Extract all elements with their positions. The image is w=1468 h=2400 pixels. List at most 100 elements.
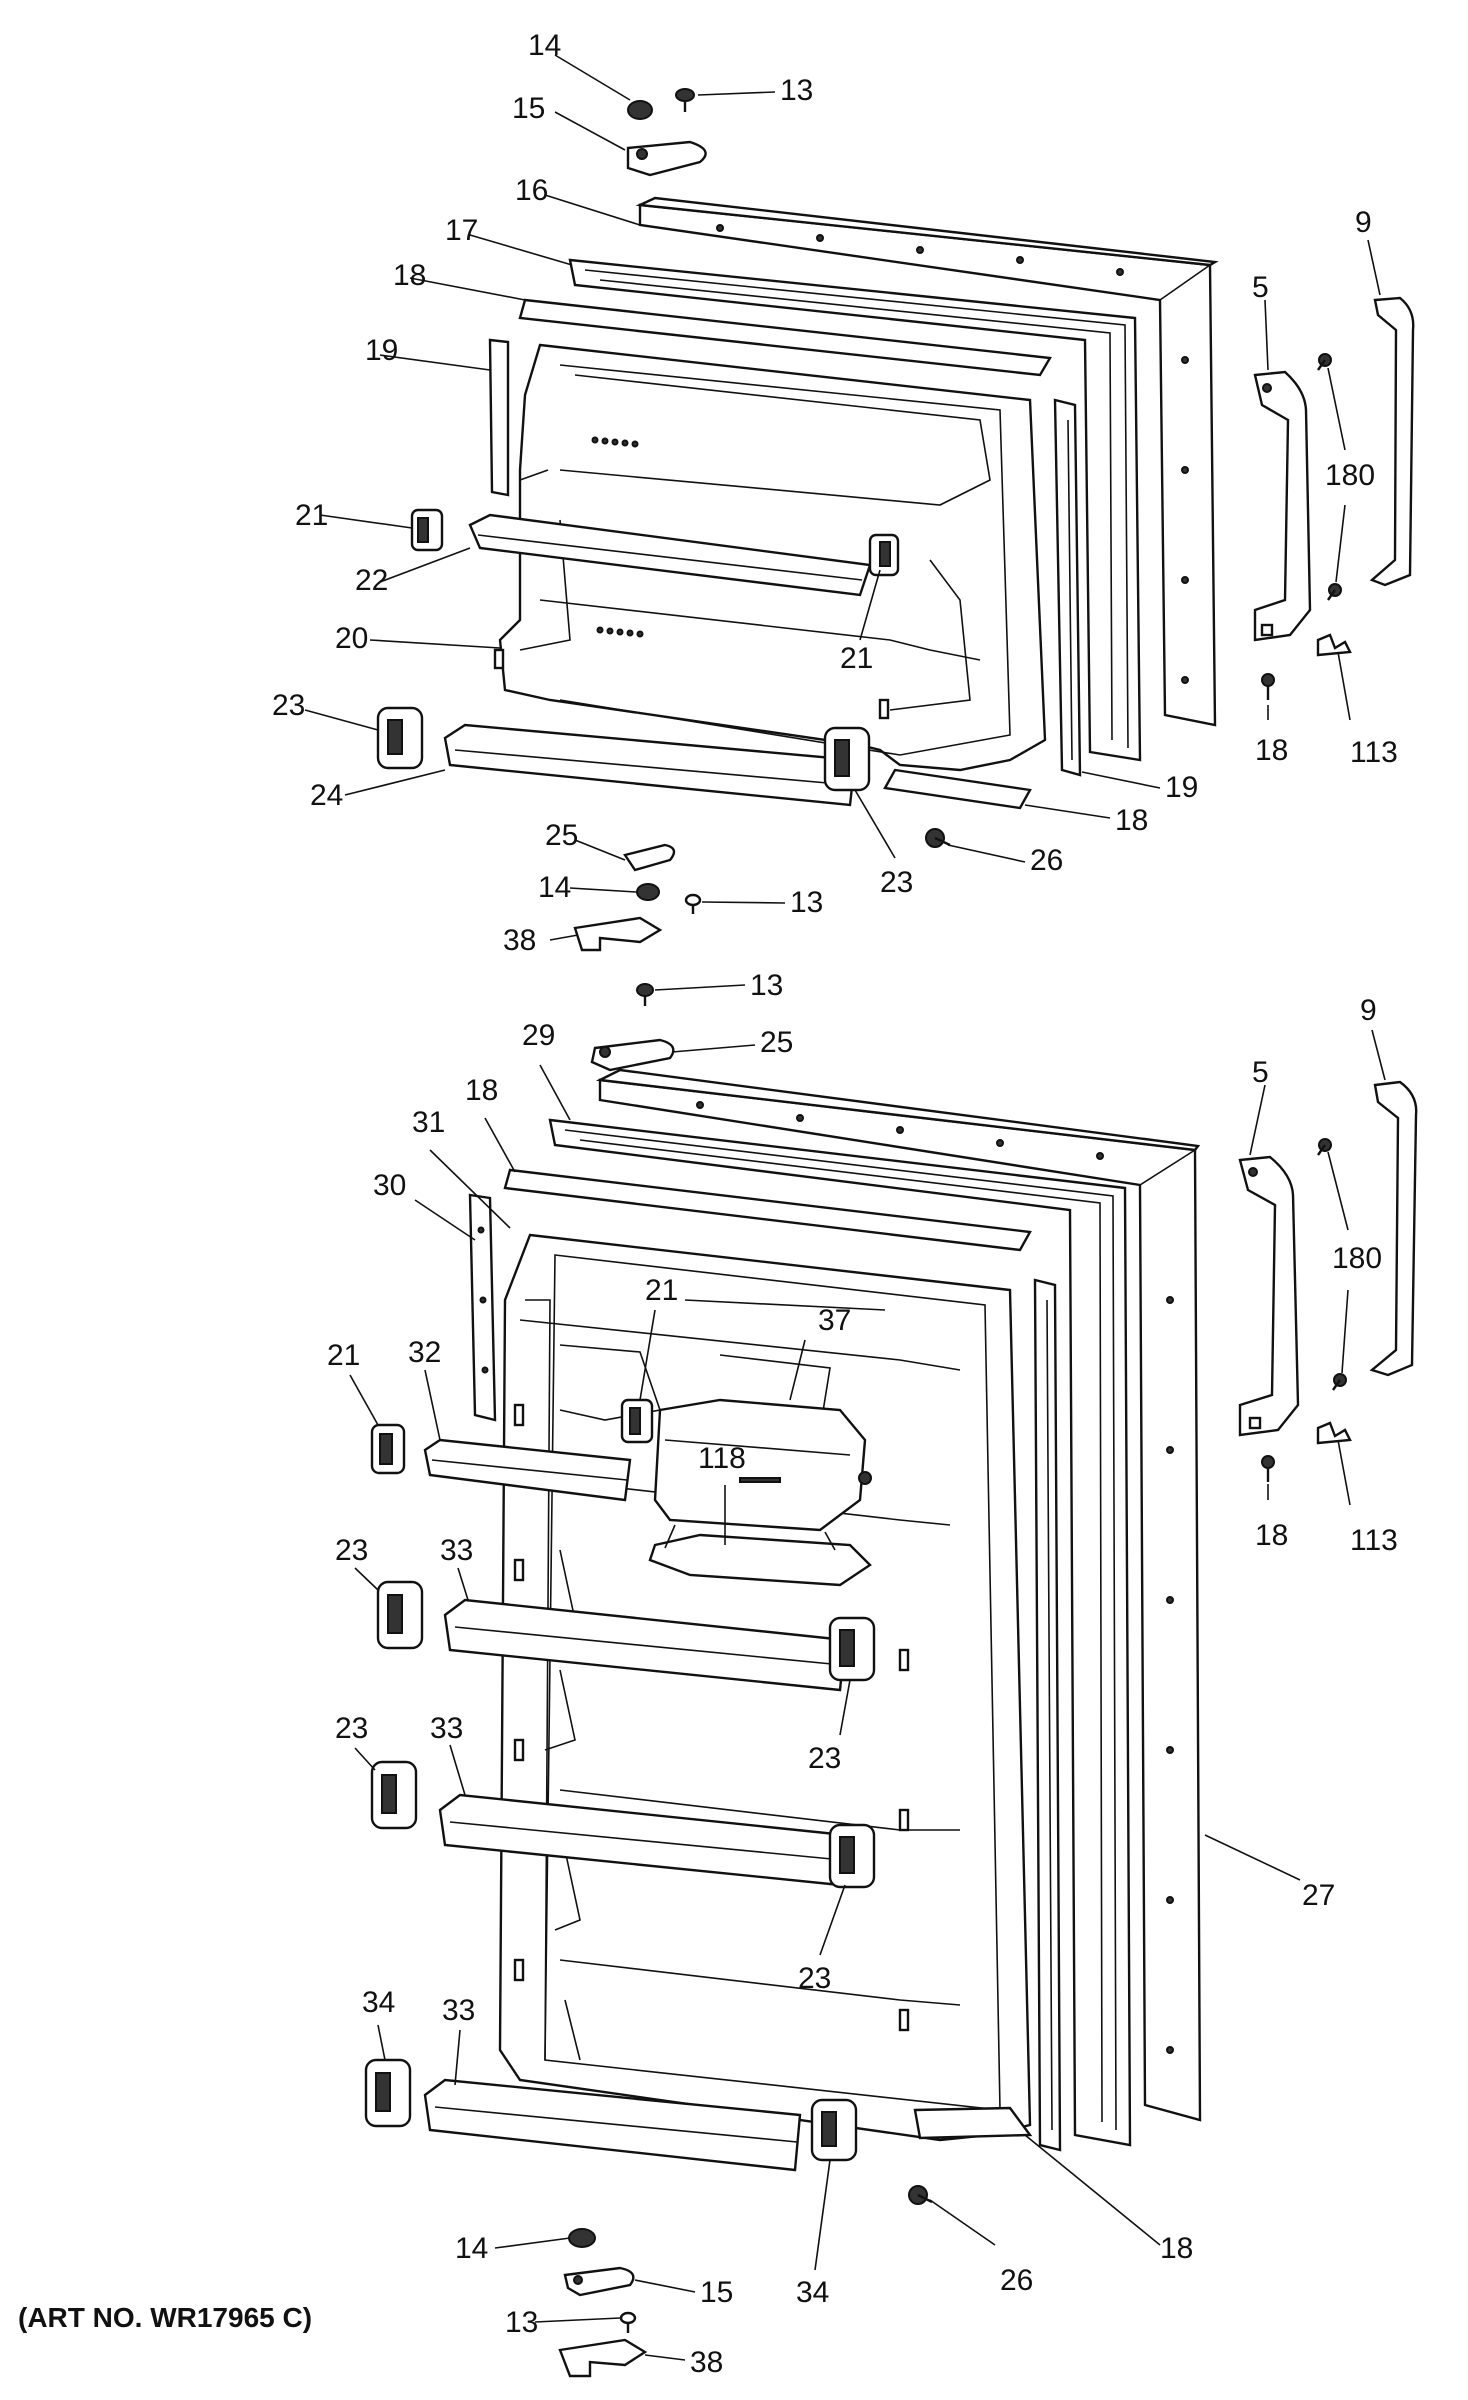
- label-18: 18: [1255, 734, 1288, 767]
- label-13: 13: [750, 969, 783, 1002]
- label-14: 14: [455, 2232, 488, 2265]
- label-32: 32: [408, 1336, 441, 1369]
- label-21: 21: [295, 499, 328, 532]
- label-23: 23: [335, 1534, 368, 1567]
- label-38: 38: [503, 924, 536, 957]
- label-18: 18: [1255, 1519, 1288, 1552]
- label-113: 113: [1350, 1524, 1398, 1557]
- lower-clip-113: [1316, 1421, 1352, 1445]
- label-21: 21: [327, 1339, 360, 1372]
- upper-breaker-strip-left: [488, 338, 510, 497]
- label-9: 9: [1360, 994, 1377, 1027]
- lower-screw-13: [619, 2311, 637, 2333]
- lower-shelf-bar-33-bottom: [423, 2078, 802, 2172]
- label-14: 14: [538, 871, 571, 904]
- label-29: 29: [522, 1019, 555, 1052]
- upper-screw-180-top: [1317, 353, 1332, 371]
- label-22: 22: [355, 564, 388, 597]
- lower-screw-180-bottom: [1332, 1373, 1347, 1391]
- label-33: 33: [442, 1994, 475, 2027]
- screw-13-middle: [636, 983, 654, 1006]
- upper-screw-13-bottom: [684, 893, 702, 914]
- upper-top-hinge-15: [626, 140, 707, 177]
- upper-bushing-14-bottom: [636, 883, 660, 901]
- upper-handle-9: [1369, 296, 1415, 587]
- label-15: 15: [700, 2276, 733, 2309]
- label-33: 33: [440, 1534, 473, 1567]
- upper-screw-26: [925, 828, 951, 848]
- upper-door-gasket: [568, 258, 1142, 762]
- lower-bottom-hinge-15: [563, 2266, 635, 2297]
- lower-breaker-strip-bottom: [913, 2106, 1033, 2140]
- label-113: 113: [1350, 736, 1398, 769]
- upper-screw-180-bottom: [1327, 583, 1342, 601]
- label-21: 21: [840, 642, 873, 675]
- upper-breaker-strip-right: [1053, 398, 1082, 777]
- lower-screw-180-top: [1317, 1138, 1332, 1156]
- label-26: 26: [1030, 844, 1063, 877]
- label-13: 13: [505, 2306, 538, 2339]
- label-23: 23: [798, 1962, 831, 1995]
- upper-clip-113: [1316, 633, 1352, 657]
- label-19: 19: [1165, 771, 1198, 804]
- lower-door-assembly: [349, 984, 1418, 2378]
- label-21: 21: [645, 1274, 678, 1307]
- lower-part-labels: 13 25 9 29 18 5 31 30 180 21 37 21 32 11…: [327, 969, 1398, 2379]
- lower-screw-26: [908, 2185, 933, 2205]
- label-34: 34: [796, 2276, 829, 2309]
- label-38: 38: [690, 2346, 723, 2379]
- upper-part-labels: 14 13 15 16 17 18 19 9 5 180 21 22 20 21…: [272, 29, 1398, 957]
- label-118: 118: [698, 1442, 746, 1475]
- lower-top-hinge-25: [590, 1038, 675, 1072]
- upper-screw-18: [1261, 673, 1275, 700]
- label-34: 34: [362, 1986, 395, 2019]
- label-5: 5: [1252, 1056, 1269, 1089]
- label-30: 30: [373, 1169, 406, 1202]
- upper-hinge-bracket-38: [573, 916, 663, 952]
- lower-hinge-bracket-38: [558, 2338, 648, 2378]
- label-31: 31: [412, 1106, 445, 1139]
- label-25: 25: [760, 1026, 793, 1059]
- art-number-caption: (ART NO. WR17965 C): [18, 2302, 312, 2333]
- upper-leader-lines: [304, 54, 1381, 941]
- upper-screw-13: [675, 88, 695, 112]
- label-23: 23: [808, 1742, 841, 1775]
- label-13: 13: [780, 74, 813, 107]
- label-27: 27: [1302, 1879, 1335, 1912]
- label-20: 20: [335, 622, 368, 655]
- lower-bushing-14: [568, 2228, 596, 2248]
- label-18: 18: [1160, 2232, 1193, 2265]
- lower-handle-5: [1238, 1155, 1300, 1437]
- upper-handle-5: [1253, 370, 1312, 642]
- label-17: 17: [445, 214, 478, 247]
- label-13: 13: [790, 886, 823, 919]
- lower-breaker-strip-right: [1033, 1278, 1062, 2152]
- upper-breaker-strip-top: [518, 298, 1052, 377]
- lower-breaker-strip-left: [468, 1193, 497, 1422]
- label-14: 14: [528, 29, 561, 62]
- lower-screw-18: [1261, 1455, 1275, 1482]
- lower-handle-9: [1369, 1080, 1418, 1377]
- label-18: 18: [393, 259, 426, 292]
- label-25: 25: [545, 819, 578, 852]
- lower-breaker-strip-top: [503, 1168, 1032, 1252]
- label-15: 15: [512, 92, 545, 125]
- upper-shelf-bar-22: [468, 513, 872, 597]
- label-5: 5: [1252, 271, 1269, 304]
- upper-door-assembly: [304, 54, 1415, 1006]
- label-18: 18: [1115, 804, 1148, 837]
- upper-bushing-14: [627, 100, 653, 120]
- label-19: 19: [365, 334, 398, 367]
- lower-leader-lines: [349, 984, 1386, 2361]
- label-24: 24: [310, 779, 343, 812]
- label-18: 18: [465, 1074, 498, 1107]
- label-9: 9: [1355, 206, 1372, 239]
- label-23: 23: [335, 1712, 368, 1745]
- upper-breaker-strip-bottom: [883, 768, 1032, 810]
- label-23: 23: [880, 866, 913, 899]
- lower-dairy-compartment-37: [653, 1398, 867, 1532]
- label-26: 26: [1000, 2264, 1033, 2297]
- label-16: 16: [515, 174, 548, 207]
- label-33: 33: [430, 1712, 463, 1745]
